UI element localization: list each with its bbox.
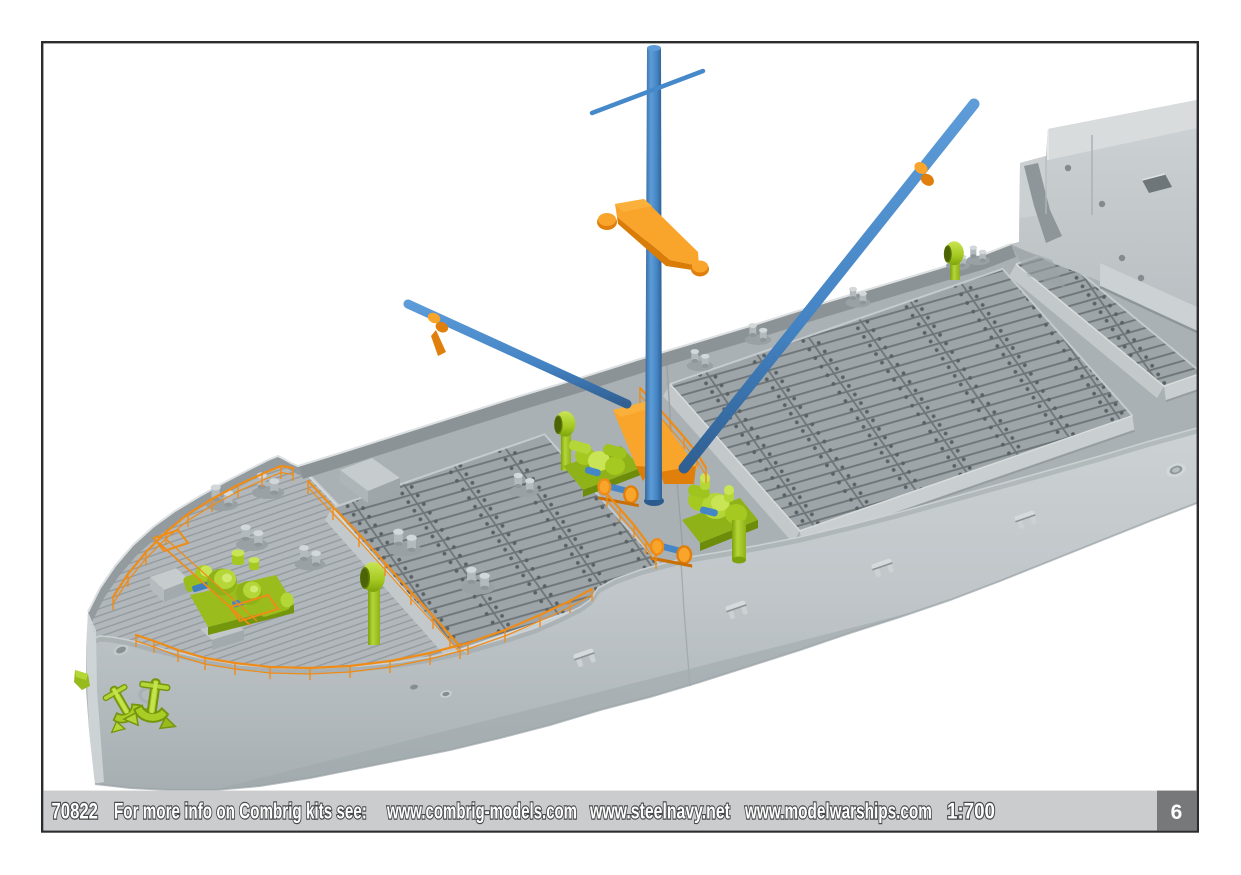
svg-text:For more info on Combrig kits: For more info on Combrig kits see: xyxy=(114,800,367,824)
svg-text:70822: 70822 xyxy=(52,799,99,824)
svg-text:www.modelwarships.com: www.modelwarships.com xyxy=(744,800,932,824)
svg-text:6: 6 xyxy=(1171,801,1183,824)
svg-text:www.steelnavy.net: www.steelnavy.net xyxy=(589,800,730,824)
svg-text:www.combrig-models.com: www.combrig-models.com xyxy=(386,799,577,824)
svg-text:1:700: 1:700 xyxy=(947,799,995,824)
